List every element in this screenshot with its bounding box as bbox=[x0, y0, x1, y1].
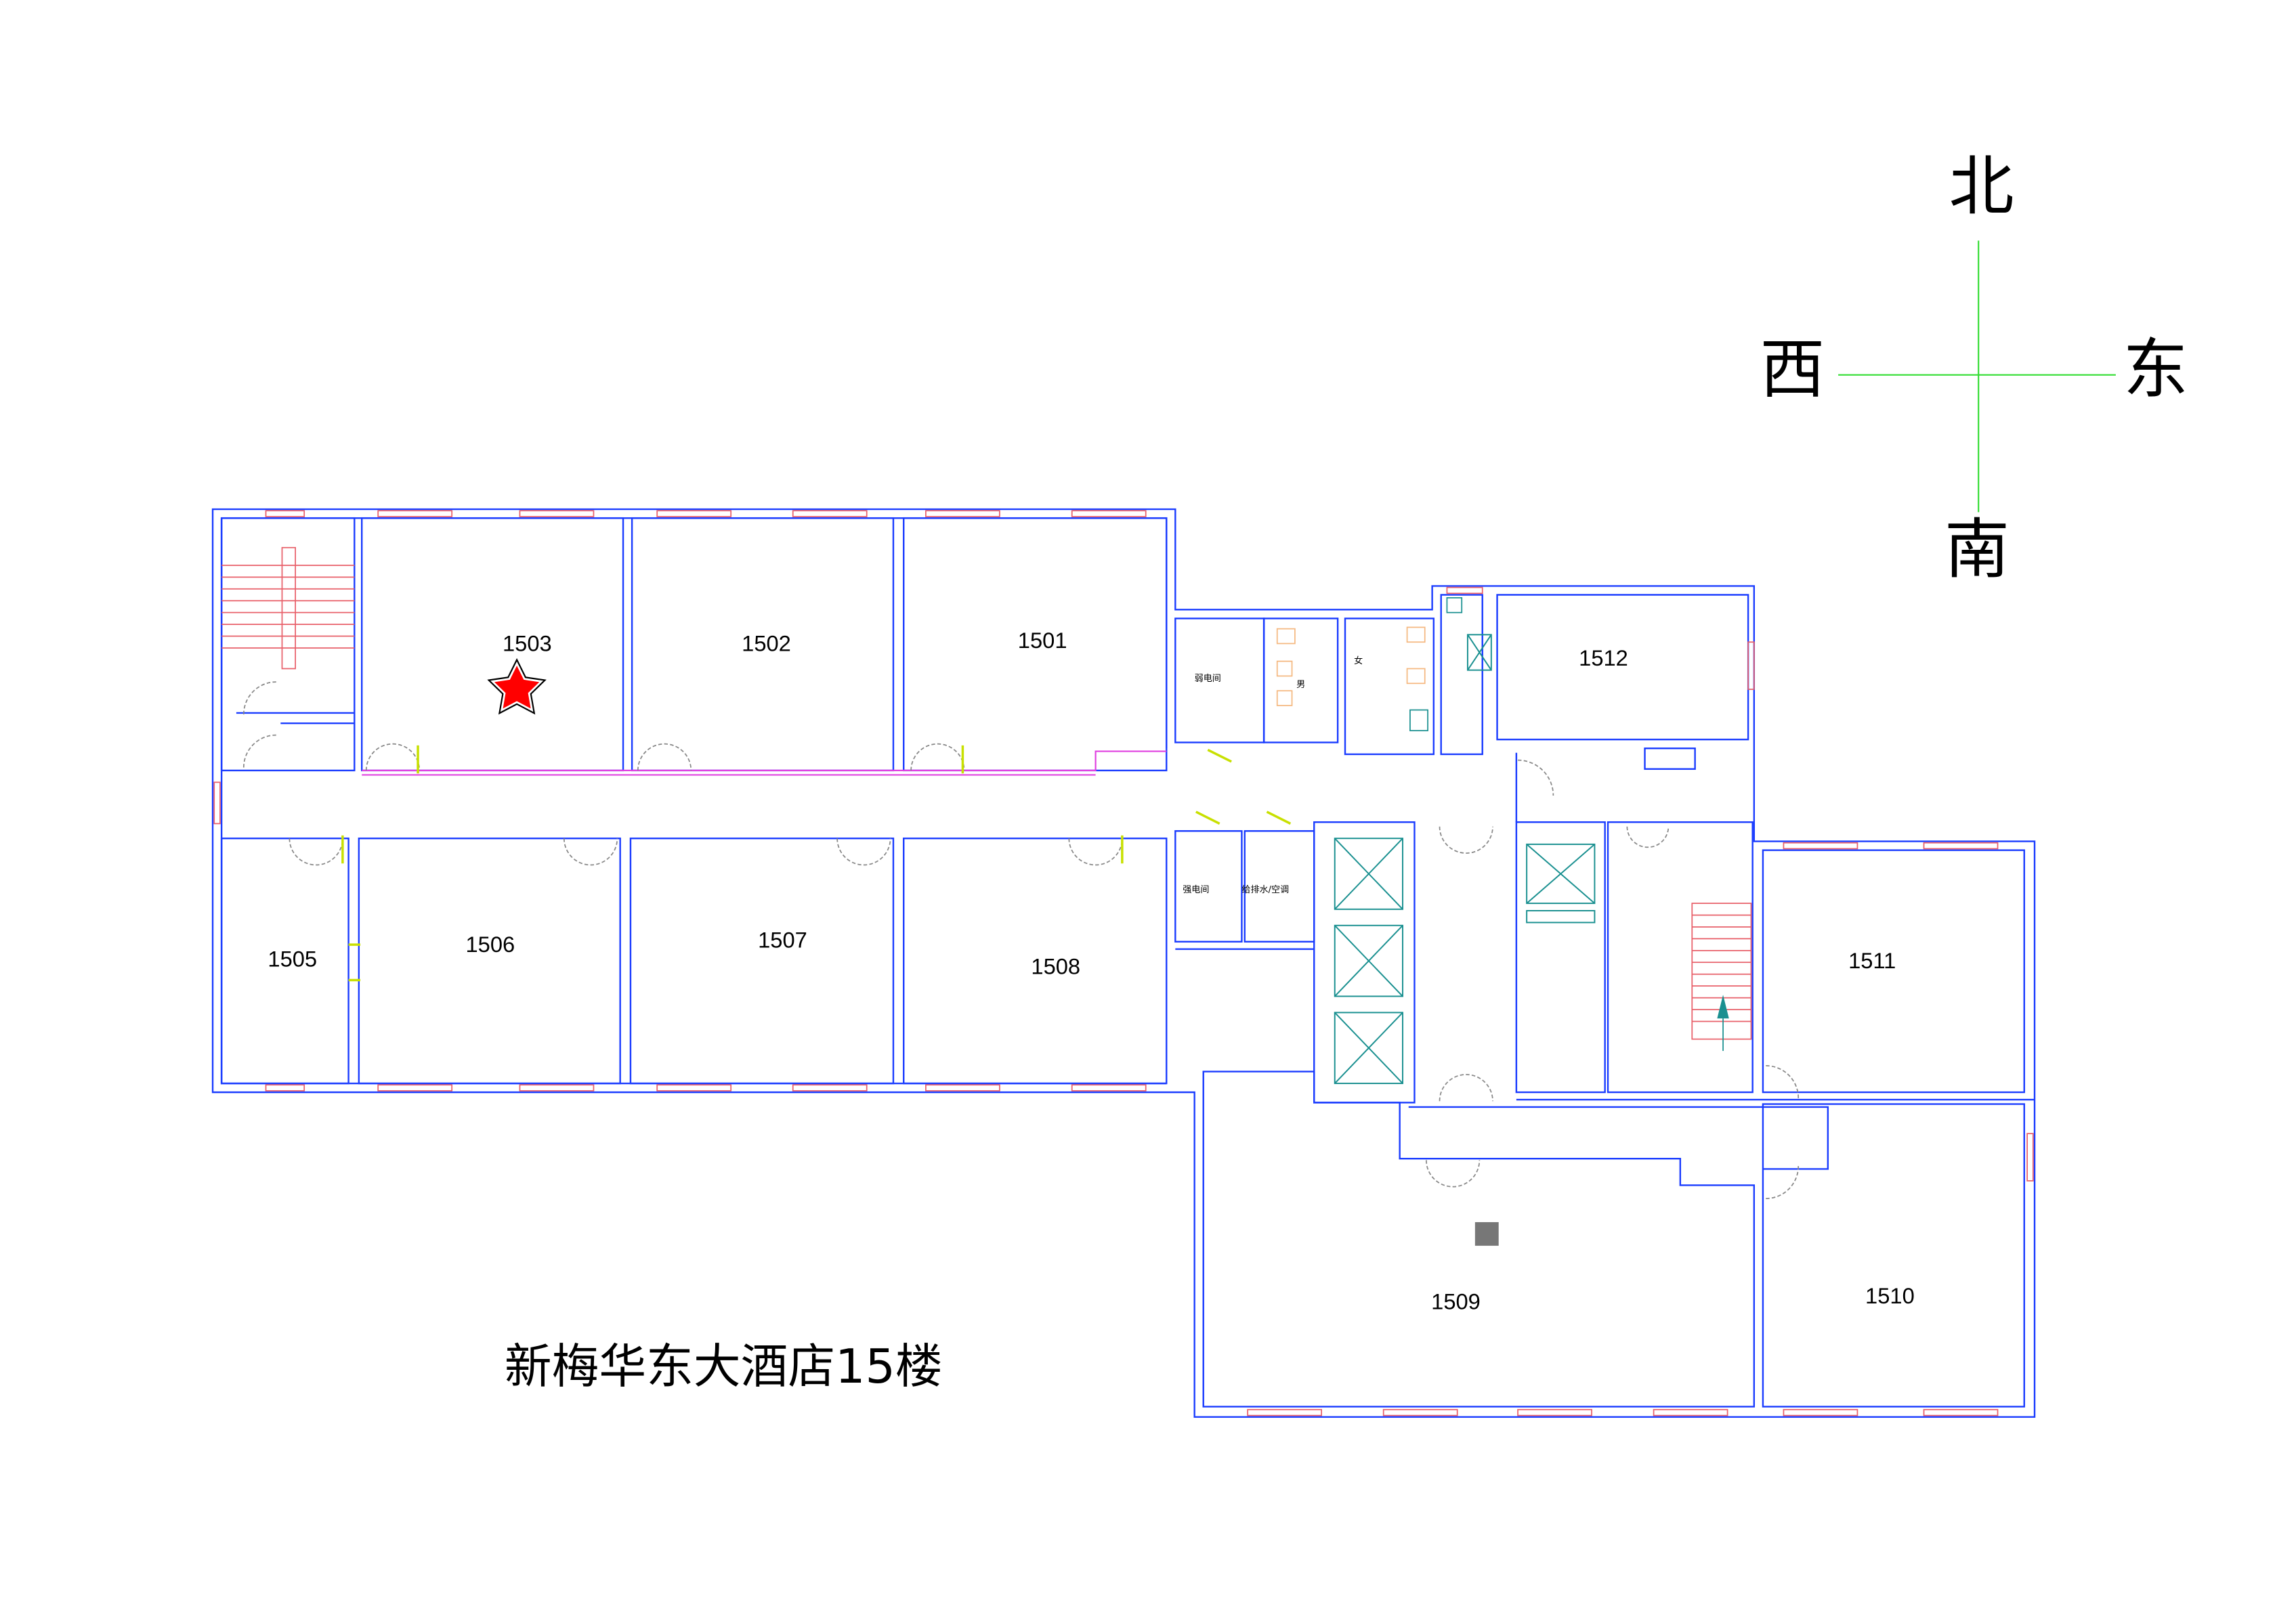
compass-east: 东 bbox=[2123, 332, 2188, 408]
plumbing-hvac-room-label: 给排水/空调 bbox=[1241, 885, 1289, 895]
room-1505-label: 1505 bbox=[268, 947, 317, 972]
doors bbox=[242, 681, 1800, 1199]
restroom-fixtures bbox=[1276, 597, 1463, 731]
weak-electric-room-label: 弱电间 bbox=[1195, 674, 1221, 684]
mens-restroom-label: 男 bbox=[1296, 680, 1305, 690]
stairs-east bbox=[1691, 903, 1752, 1052]
room-1503-label: 1503 bbox=[503, 630, 552, 655]
room-1507-label: 1507 bbox=[758, 927, 807, 952]
room-1511-label: 1511 bbox=[1848, 948, 1896, 973]
room-1501-label: 1501 bbox=[1018, 628, 1067, 653]
arrow-up-icon bbox=[1717, 995, 1729, 1019]
room-1510-label: 1510 bbox=[1865, 1283, 1915, 1308]
room-1506-label: 1506 bbox=[466, 932, 515, 957]
compass-west: 西 bbox=[1760, 332, 1825, 408]
room-1502-label: 1502 bbox=[742, 630, 791, 655]
plan-title: 新梅华东大酒店15楼 bbox=[505, 1339, 943, 1394]
compass: 北 南 西 东 bbox=[1760, 148, 2188, 587]
column-marker bbox=[1474, 1221, 1499, 1246]
room-1508-label: 1508 bbox=[1031, 954, 1080, 979]
elevators bbox=[1334, 634, 1596, 1085]
compass-south: 南 bbox=[1944, 512, 2010, 588]
compass-north: 北 bbox=[1949, 148, 2014, 224]
corridor-edge bbox=[362, 750, 1167, 771]
womens-restroom-label: 女 bbox=[1354, 655, 1363, 666]
strong-electric-room-label: 强电间 bbox=[1183, 885, 1209, 895]
room-1509-label: 1509 bbox=[1431, 1289, 1481, 1314]
room-1512-label: 1512 bbox=[1579, 645, 1628, 670]
walls bbox=[211, 508, 2036, 1418]
stairs-west bbox=[221, 546, 355, 670]
windows bbox=[213, 510, 2034, 1417]
red-star-icon bbox=[487, 657, 547, 715]
